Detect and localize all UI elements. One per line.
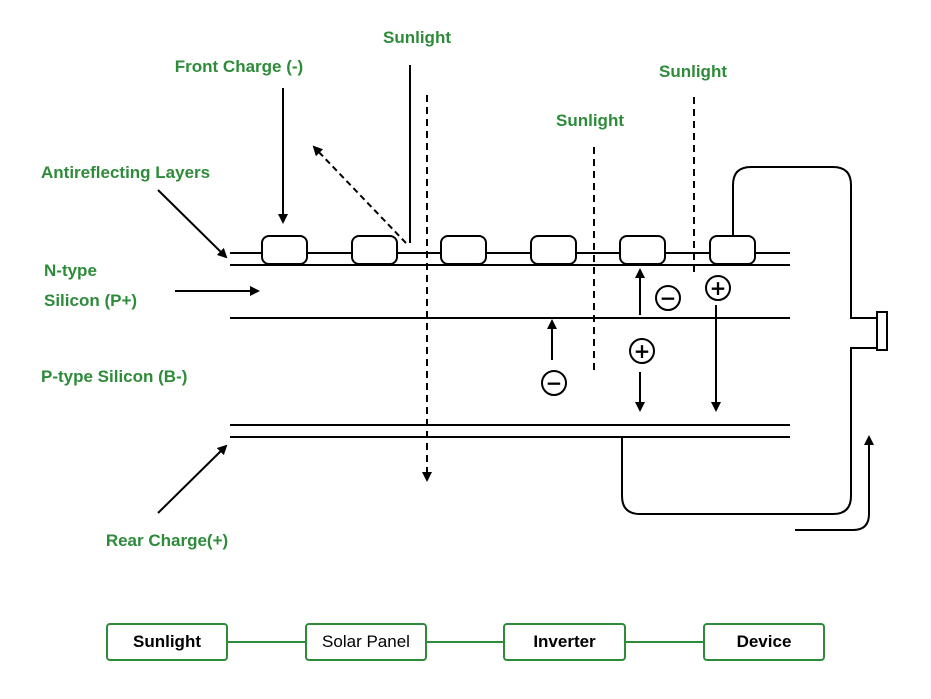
front-contacts (261, 235, 756, 265)
antireflecting-arrow (157, 189, 228, 259)
flow-step-sunlight: Sunlight (106, 623, 228, 661)
front-contact (261, 235, 308, 265)
plus-sign: + (634, 339, 651, 363)
load-terminal (876, 311, 888, 351)
rear-charge-arrow (157, 444, 228, 514)
charge-symbols: − − + + (541, 275, 731, 396)
hole-symbol: + (705, 275, 731, 301)
electron-symbol: − (541, 370, 567, 396)
sunlight-label: Sunlight (659, 62, 727, 81)
carrier-arrows (547, 268, 721, 412)
n-type-label: N-type (44, 261, 97, 280)
circuit-wire-top (732, 166, 877, 319)
return-arrow (795, 435, 874, 531)
sunlight-rays (312, 65, 695, 482)
front-contact (440, 235, 487, 265)
p-type-label: P-type Silicon (B-) (41, 367, 187, 386)
sunlight-label: Sunlight (556, 111, 624, 130)
flow-connector (228, 641, 306, 643)
front-charge-label: Front Charge (-) (175, 57, 303, 76)
plus-sign: + (710, 276, 727, 300)
front-contact (530, 235, 577, 265)
minus-sign: − (660, 286, 677, 310)
pointer-arrows (157, 88, 288, 514)
hole-symbol: + (629, 338, 655, 364)
antireflecting-label: Antireflecting Layers (41, 163, 210, 182)
n-type-label-line2: Silicon (P+) (44, 291, 137, 310)
rear-charge-label: Rear Charge(+) (106, 531, 228, 550)
electron-symbol: − (655, 285, 681, 311)
cell-layers (230, 252, 790, 438)
front-contact (351, 235, 398, 265)
flow-connector (427, 641, 504, 643)
circuit-wire-bottom (621, 347, 877, 515)
sunlight-label: Sunlight (383, 28, 451, 47)
front-contact (709, 235, 756, 265)
front-contact (619, 235, 666, 265)
flow-step-device: Device (703, 623, 825, 661)
reflected-ray (312, 145, 407, 244)
labels: Sunlight Sunlight Sunlight Front Charge … (41, 28, 727, 550)
minus-sign: − (546, 371, 563, 395)
flow-step-solar-panel: Solar Panel (305, 623, 427, 661)
flow-step-inverter: Inverter (503, 623, 626, 661)
external-circuit (621, 166, 888, 531)
flow-connector (626, 641, 703, 643)
